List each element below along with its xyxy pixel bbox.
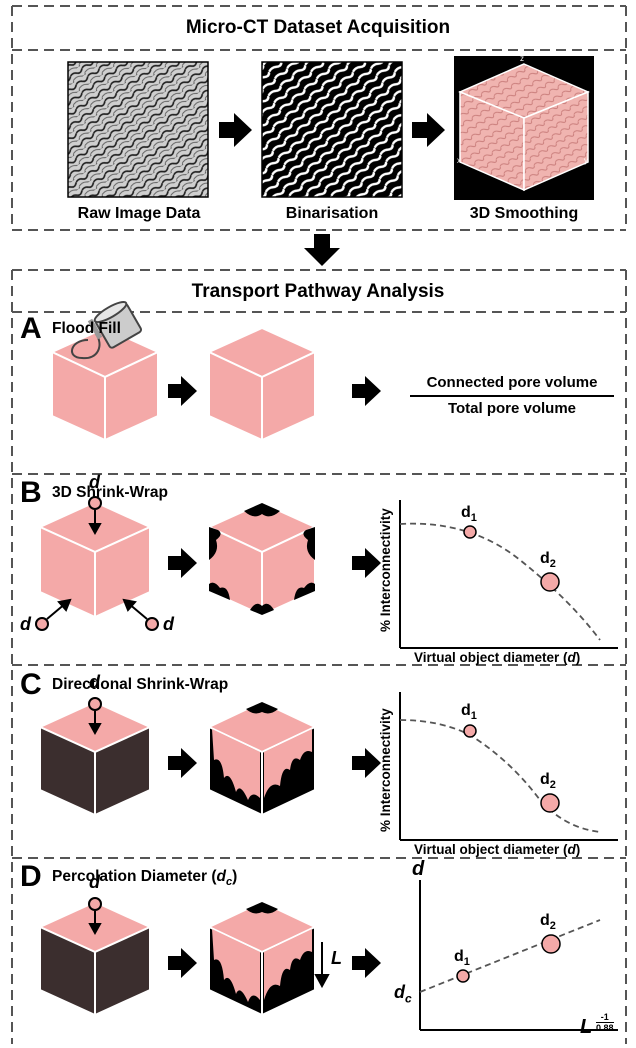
panel-d-d1-label: d1	[454, 948, 470, 969]
binarisation-caption: Binarisation	[285, 205, 379, 222]
panel-c-cube-2	[206, 700, 318, 817]
smoothing-cube	[458, 63, 590, 192]
panel-d-d2-label: d2	[540, 912, 556, 933]
panel-d-ylabel: d	[412, 858, 425, 880]
panel-d-xlabel: L	[580, 1016, 593, 1038]
panel-d-letter: D	[20, 860, 42, 893]
panel-d-dc-label: dc	[394, 982, 412, 1006]
panel-b-title: 3D Shrink-Wrap	[52, 484, 168, 501]
panel-d-length-label: L	[331, 948, 342, 968]
raw-image	[67, 61, 209, 198]
panel-c-point-d1	[463, 724, 477, 738]
panel-c-title: Directional Shrink-Wrap	[52, 676, 229, 693]
panel-d-length-arrow	[314, 942, 330, 989]
panel-c-probe-label: d	[89, 672, 100, 692]
panel-c-letter: C	[20, 668, 42, 701]
panel-d-plot	[419, 880, 618, 1031]
panel-c-plot	[399, 692, 618, 841]
panel-d-arrows	[168, 948, 381, 978]
panel-c-d1-label: d1	[461, 702, 477, 723]
panel-b-probe-label-top: d	[89, 472, 100, 492]
panel-b-point-d1	[463, 525, 477, 539]
panel-c-xlabel: Virtual object diameter (d)	[414, 842, 581, 857]
panel-b-cube-1	[37, 500, 153, 619]
panel-d-xlabel-exponent: -1 0.88	[596, 1012, 614, 1033]
panel-b-xlabel: Virtual object diameter (d)	[414, 650, 581, 665]
panel-d-cube-2	[206, 900, 318, 1017]
panel-b-ylabel: % Interconnectivity	[378, 508, 393, 632]
panel-c-point-d2	[540, 793, 560, 813]
panel-c-probe	[88, 697, 102, 736]
acquisition-title: Micro-CT Dataset Acquisition	[185, 17, 451, 38]
panel-d-probe-label: d	[89, 872, 100, 892]
panel-b-plot	[399, 500, 618, 649]
raw-image-caption: Raw Image Data	[77, 205, 201, 222]
panel-c-cube-1	[37, 700, 153, 817]
panel-b-d2-label: d2	[540, 550, 556, 571]
panel-d-point-d2	[541, 934, 561, 954]
panel-b-point-d2	[540, 572, 560, 592]
pouring-can-icon	[71, 301, 142, 360]
panel-a-title: Flood Fill	[52, 320, 121, 337]
panel-d-title: Percolation Diameter (dc)	[52, 868, 238, 889]
panel-b-cube-2	[206, 501, 318, 617]
panel-b-arrows	[168, 548, 381, 578]
binarised-image	[261, 61, 403, 198]
panel-a-letter: A	[20, 312, 42, 345]
acquisition-arrows	[219, 113, 445, 266]
panel-c-arrows	[168, 748, 381, 778]
panel-b-probes	[35, 496, 159, 631]
axis-z-label: z	[520, 54, 524, 63]
smoothing-caption: 3D Smoothing	[469, 205, 579, 222]
panel-b-d1-label: d1	[461, 504, 477, 525]
fraction-denominator: Total pore volume	[447, 400, 577, 417]
down-arrow	[304, 234, 340, 266]
dashed-borders	[11, 5, 627, 1044]
panel-a-cube-1	[49, 326, 161, 442]
panel-b-letter: B	[20, 476, 42, 509]
panel-c-d2-label: d2	[540, 771, 556, 792]
fraction-numerator: Connected pore volume	[426, 374, 598, 391]
panel-b-probe-label-left: d	[20, 614, 31, 634]
panel-d-probe	[88, 897, 102, 936]
panel-d-point-d1	[456, 969, 470, 983]
panel-a-arrows	[168, 376, 381, 406]
axis-y-label: y	[584, 156, 588, 165]
axis-x-label: x	[457, 156, 461, 165]
panel-d-cube-1	[37, 900, 153, 1017]
analysis-title: Transport Pathway Analysis	[191, 281, 445, 302]
panel-a-cube-2	[206, 326, 318, 442]
panel-c-ylabel: % Interconnectivity	[378, 708, 393, 832]
panel-b-probe-label-right: d	[163, 614, 174, 634]
